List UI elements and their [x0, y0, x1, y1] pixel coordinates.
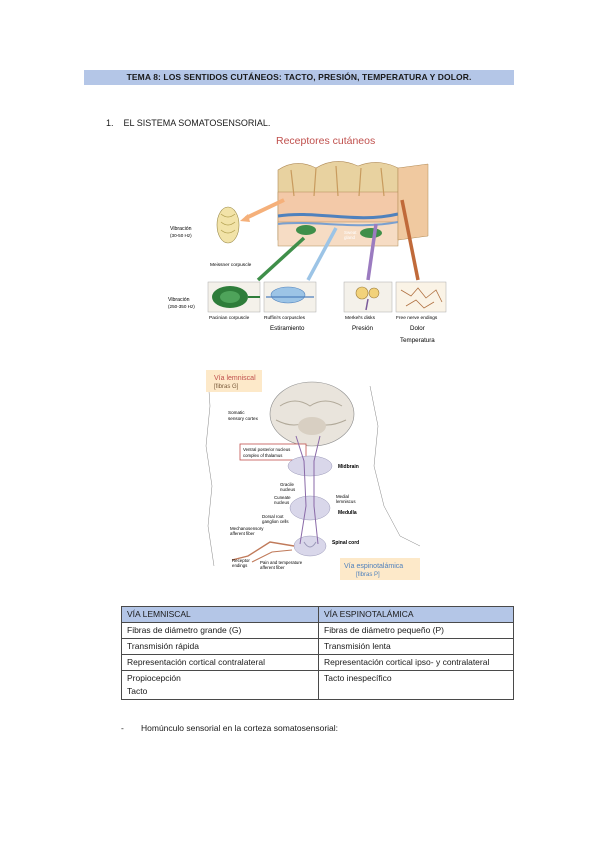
table-header-lemniscal: VÍA LEMNISCAL — [121, 606, 319, 623]
table-cell: Fibras de diámetro pequeño (P) — [318, 622, 514, 639]
medial-lemniscus-label-2: lemniscus — [336, 499, 356, 504]
pacinian-corpuscle-drawing — [207, 281, 261, 313]
pathway-fibers — [231, 435, 321, 563]
bullet-text: Homúnculo sensorial en la corteza somato… — [141, 723, 339, 733]
medulla-drawing — [289, 495, 331, 521]
espinotalamica-box-title: Vía espinotalámica — [344, 563, 403, 570]
table-cell: Propiocepción Tacto — [121, 670, 319, 700]
midbrain-drawing — [287, 455, 333, 477]
gracile-label-2: nucleus — [280, 487, 296, 492]
table-row: Transmisión rápida Transmisión lenta — [121, 638, 514, 655]
vib-high-label: Vibración — [168, 297, 190, 303]
receptor-endings-label-1: Receptor — [232, 558, 250, 563]
espinotalamica-box-fibers: [fibras P] — [356, 572, 380, 578]
lemniscal-box — [206, 370, 262, 392]
table-row: Fibras de diámetro grande (G) Fibras de … — [121, 622, 514, 639]
vib-low-label: Vibración — [170, 226, 192, 232]
drg-label-1: Dorsal root — [262, 514, 284, 519]
document-title: TEMA 8: LOS SENTIDOS CUTÁNEOS: TACTO, PR… — [84, 70, 514, 85]
spinal-cord-label: Spinal cord — [332, 540, 359, 546]
meissner-arrow — [245, 198, 285, 220]
cutaneous-receptors-figure: Receptores cutáneos Sweat gland Meissner… — [168, 135, 447, 344]
ruffini-corpuscle-drawing — [263, 281, 317, 313]
sweat-gland-label-line2: gland — [344, 235, 356, 240]
sweat-gland-label-line1: Sweat — [344, 230, 357, 235]
thalamus-label-2: complex of thalamus — [243, 453, 282, 458]
espinotalamica-box — [340, 558, 420, 580]
section-number: 1. — [106, 118, 114, 128]
section-title: EL SISTEMA SOMATOSENSORIAL. — [123, 118, 271, 128]
somatic-cortex-label-1: Somatic — [228, 410, 245, 415]
vib-low-hz: (30-50 Hz) — [170, 233, 192, 238]
mechano-label-1: Mechanosensory — [230, 526, 264, 531]
cuneate-label-1: Cuneate — [274, 495, 291, 500]
thalamus-label-box — [239, 443, 307, 461]
table-header-row: VÍA LEMNISCAL VÍA ESPINOTALÁMICA — [121, 606, 514, 623]
table-cell: Transmisión rápida — [121, 638, 319, 655]
table-row: Representación cortical contralateral Re… — [121, 654, 514, 671]
fig1-title: Receptores cutáneos — [276, 135, 375, 147]
thalamus-label-1: Ventral posterior nucleus — [243, 447, 290, 452]
drg-label-2: ganglion cells — [262, 519, 289, 524]
pacinian-label: Pacinian corpuscle — [209, 315, 250, 321]
medulla-label: Medulla — [338, 510, 357, 516]
vib-high-hz: (250-350 Hz) — [168, 304, 195, 309]
presion-label: Presión — [352, 325, 374, 332]
receptor-arrows — [256, 199, 420, 282]
temperatura-label: Temperatura — [400, 337, 435, 344]
gracile-label-1: Gracile — [280, 482, 294, 487]
bullet-item: - Homúnculo sensorial en la corteza somat… — [121, 722, 338, 734]
section-heading: 1. EL SISTEMA SOMATOSENSORIAL. — [106, 117, 270, 129]
somatic-cortex-label-2: sensory cortex — [228, 416, 259, 421]
table-header-espinotalamica: VÍA ESPINOTALÁMICA — [318, 606, 514, 623]
estiramiento-label: Estiramiento — [270, 325, 305, 332]
midbrain-label: Midbrain — [338, 464, 359, 470]
ruffini-label: Ruffini's corpuscles — [264, 315, 306, 321]
pathways-figure: Vía lemniscal [fibras G] Somatic sensory… — [205, 370, 421, 580]
table-cell: Tacto inespecífico — [318, 670, 514, 700]
bullet-dash: - — [121, 723, 124, 733]
merkel-label: Merkel's disks — [345, 315, 376, 321]
pain-temp-label-1: Pain and temperature — [260, 560, 303, 565]
lemniscal-box-fibers: [fibras G] — [214, 384, 239, 390]
skin-block-illustration — [277, 161, 429, 247]
table-cell: Representación cortical contralateral — [121, 654, 319, 671]
table-row: Propiocepción Tacto Tacto inespecífico — [121, 670, 514, 700]
cuneate-label-2: nucleus — [274, 500, 290, 505]
pain-temp-label-2: afferent fiber — [260, 565, 285, 570]
dolor-label: Dolor — [410, 325, 425, 332]
spinal-cord-drawing — [293, 535, 327, 557]
meissner-label: Meissner corpuscle — [210, 262, 252, 268]
medial-lemniscus-label-1: Medial — [336, 494, 349, 499]
receptor-endings-label-2: endings — [232, 563, 248, 568]
brain-section-drawing — [269, 381, 355, 447]
merkel-disks-drawing — [343, 281, 393, 313]
mechano-label-2: afferent fiber — [230, 531, 255, 536]
free-nerve-endings-drawing — [395, 281, 447, 313]
table-cell: Transmisión lenta — [318, 638, 514, 655]
pathway-comparison-table: VÍA LEMNISCAL VÍA ESPINOTALÁMICA Fibras … — [121, 606, 514, 700]
table-cell: Representación cortical ipso- y contrala… — [318, 654, 514, 671]
table-cell: Fibras de diámetro grande (G) — [121, 622, 319, 639]
lemniscal-box-title: Vía lemniscal — [214, 375, 256, 382]
free-nerve-label: Free nerve endings — [396, 315, 438, 321]
